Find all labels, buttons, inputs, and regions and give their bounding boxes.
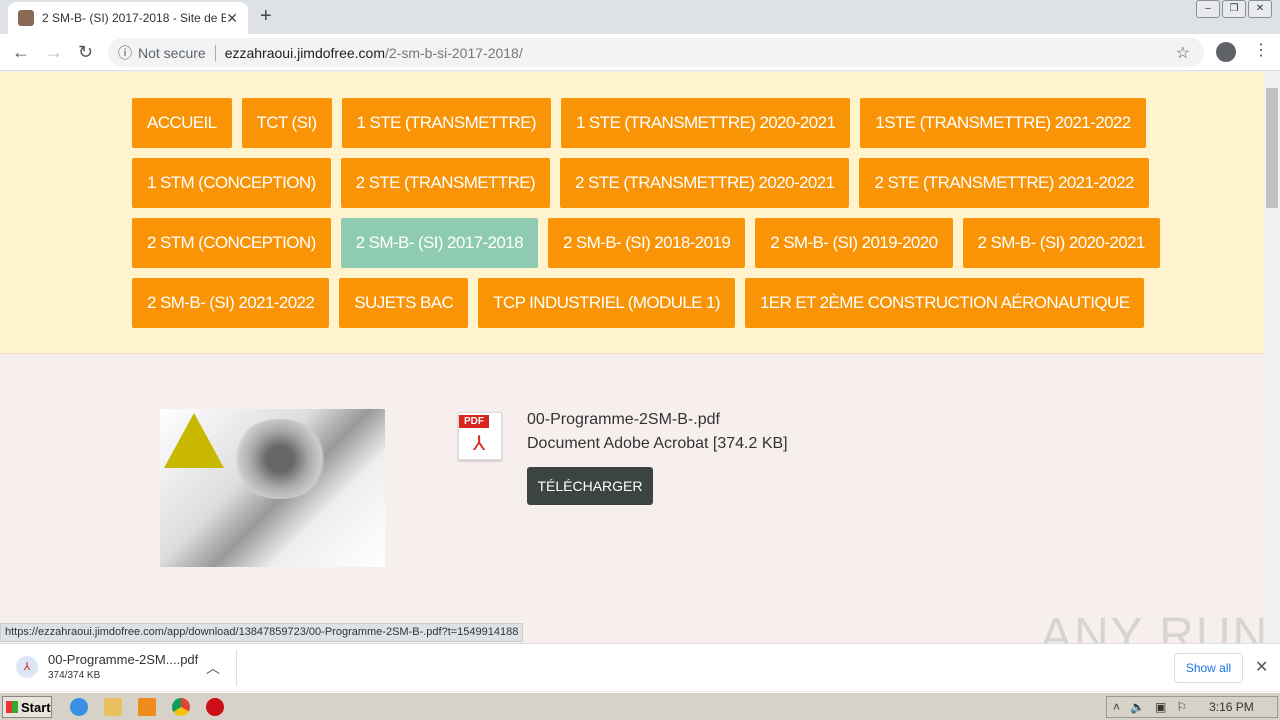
nav-item[interactable]: 1STE (TRANSMETTRE) 2021-2022 bbox=[860, 98, 1146, 148]
explorer-icon[interactable] bbox=[104, 698, 122, 716]
favicon-icon bbox=[18, 10, 34, 26]
new-tab-button[interactable]: + bbox=[260, 5, 272, 27]
taskbar: Start ˄ 🔈 ▣ ⚐ 3:16 PM bbox=[0, 692, 1280, 720]
address-bar[interactable]: ⓘ Not secure ezzahraoui.jimdofree.com/2-… bbox=[108, 38, 1204, 67]
nav-item[interactable]: 1 STE (TRANSMETTRE) bbox=[341, 98, 551, 148]
ie-icon[interactable] bbox=[70, 698, 88, 716]
nav-item[interactable]: 2 SM-B- (SI) 2018-2019 bbox=[547, 218, 746, 268]
pdf-file-icon: ⅄ bbox=[16, 655, 38, 678]
browser-tab[interactable]: 2 SM-B- (SI) 2017-2018 - Site de EZZ✕ bbox=[8, 2, 248, 34]
not-secure-label: Not secure bbox=[138, 44, 206, 61]
close-shelf-icon[interactable]: ✕ bbox=[1255, 659, 1269, 676]
nav-item[interactable]: 2 STE (TRANSMETTRE) 2020-2021 bbox=[560, 158, 850, 208]
minimize-button[interactable]: – bbox=[1196, 0, 1220, 18]
forward-icon[interactable]: → bbox=[45, 42, 63, 62]
nav-item[interactable]: TCP INDUSTRIEL (MODULE 1) bbox=[478, 278, 735, 328]
close-window-button[interactable]: ✕ bbox=[1248, 0, 1272, 18]
menu-icon[interactable]: ⋮ bbox=[1253, 42, 1269, 59]
flag-icon[interactable]: ⚐ bbox=[1176, 700, 1188, 714]
tab-title: 2 SM-B- (SI) 2017-2018 - Site de EZZ bbox=[42, 11, 227, 25]
download-size: 374/374 KB bbox=[48, 670, 101, 681]
system-tray: ˄ 🔈 ▣ ⚐ 3:16 PM bbox=[1106, 696, 1278, 718]
nav-row: 1 STM (CONCEPTION)2 STE (TRANSMETTRE)2 S… bbox=[132, 158, 1149, 208]
pdf-icon: PDF⅄ bbox=[458, 412, 502, 460]
nav-item[interactable]: 2 SM-B- (SI) 2017-2018 bbox=[340, 218, 538, 268]
download-name: 00-Programme-2SM....pdf bbox=[48, 652, 199, 667]
back-icon[interactable]: ← bbox=[12, 42, 30, 62]
url-host: ezzahraoui.jimdofree.com bbox=[224, 44, 385, 61]
download-item[interactable]: ⅄ 00-Programme-2SM....pdf 374/374 KB bbox=[16, 652, 198, 681]
close-tab-icon[interactable]: ✕ bbox=[226, 9, 238, 26]
file-name: 00-Programme-2SM-B-.pdf bbox=[527, 411, 720, 428]
account-icon[interactable] bbox=[1216, 42, 1236, 62]
bookmark-star-icon[interactable]: ☆ bbox=[1175, 44, 1190, 62]
nav-row: 2 STM (CONCEPTION)2 SM-B- (SI) 2017-2018… bbox=[132, 218, 1160, 268]
show-hidden-icon[interactable]: ˄ bbox=[1113, 700, 1121, 714]
media-player-icon[interactable] bbox=[138, 698, 156, 716]
network-icon[interactable]: ▣ bbox=[1154, 700, 1167, 714]
nav-item[interactable]: 2 SM-B- (SI) 2020-2021 bbox=[962, 218, 1160, 268]
nav-item[interactable]: 1 STE (TRANSMETTRE) 2020-2021 bbox=[560, 98, 851, 148]
status-bar-url: https://ezzahraoui.jimdofree.com/app/dow… bbox=[0, 623, 524, 642]
gears-image bbox=[160, 409, 385, 567]
chrome-icon[interactable] bbox=[172, 698, 190, 716]
scrollbar[interactable] bbox=[1264, 72, 1280, 642]
file-description: Document Adobe Acrobat [374.2 KB] bbox=[527, 435, 788, 452]
nav-item[interactable]: TCT (SI) bbox=[241, 98, 332, 148]
tab-strip: 2 SM-B- (SI) 2017-2018 - Site de EZZ✕ + … bbox=[0, 0, 1280, 34]
download-button[interactable]: TÉLÉCHARGER bbox=[527, 467, 653, 505]
nav-item[interactable]: 2 SM-B- (SI) 2019-2020 bbox=[755, 218, 953, 268]
chevron-up-icon[interactable]: ︿ bbox=[206, 660, 220, 676]
nav-item[interactable]: 1ER ET 2ÈME CONSTRUCTION AÉRONAUTIQUE bbox=[744, 278, 1145, 328]
nav-item[interactable]: SUJETS BAC bbox=[339, 278, 469, 328]
nav-item[interactable]: 2 SM-B- (SI) 2021-2022 bbox=[132, 278, 330, 328]
restore-button[interactable]: ❐ bbox=[1222, 0, 1246, 18]
nav-item[interactable]: 2 STE (TRANSMETTRE) 2021-2022 bbox=[859, 158, 1149, 208]
nav-item[interactable]: 2 STM (CONCEPTION) bbox=[132, 218, 331, 268]
browser-toolbar: ← → ↻ ⓘ Not secure ezzahraoui.jimdofree.… bbox=[0, 34, 1280, 71]
nav-item[interactable]: 2 STE (TRANSMETTRE) bbox=[340, 158, 551, 208]
clock: 3:16 PM bbox=[1209, 700, 1254, 714]
opera-icon[interactable] bbox=[206, 698, 224, 716]
url-path: /2-sm-b-si-2017-2018/ bbox=[385, 44, 523, 61]
download-shelf: ⅄ 00-Programme-2SM....pdf 374/374 KB ︿ Sh… bbox=[0, 643, 1280, 691]
reload-icon[interactable]: ↻ bbox=[78, 42, 94, 62]
nav-item[interactable]: 1 STM (CONCEPTION) bbox=[132, 158, 331, 208]
nav-item[interactable]: ACCUEIL bbox=[132, 98, 232, 148]
scrollbar-thumb[interactable] bbox=[1266, 88, 1278, 208]
info-icon[interactable]: ⓘ bbox=[118, 44, 132, 61]
show-all-button[interactable]: Show all bbox=[1174, 653, 1243, 683]
start-button[interactable]: Start bbox=[2, 696, 52, 718]
volume-icon[interactable]: 🔈 bbox=[1130, 700, 1145, 714]
